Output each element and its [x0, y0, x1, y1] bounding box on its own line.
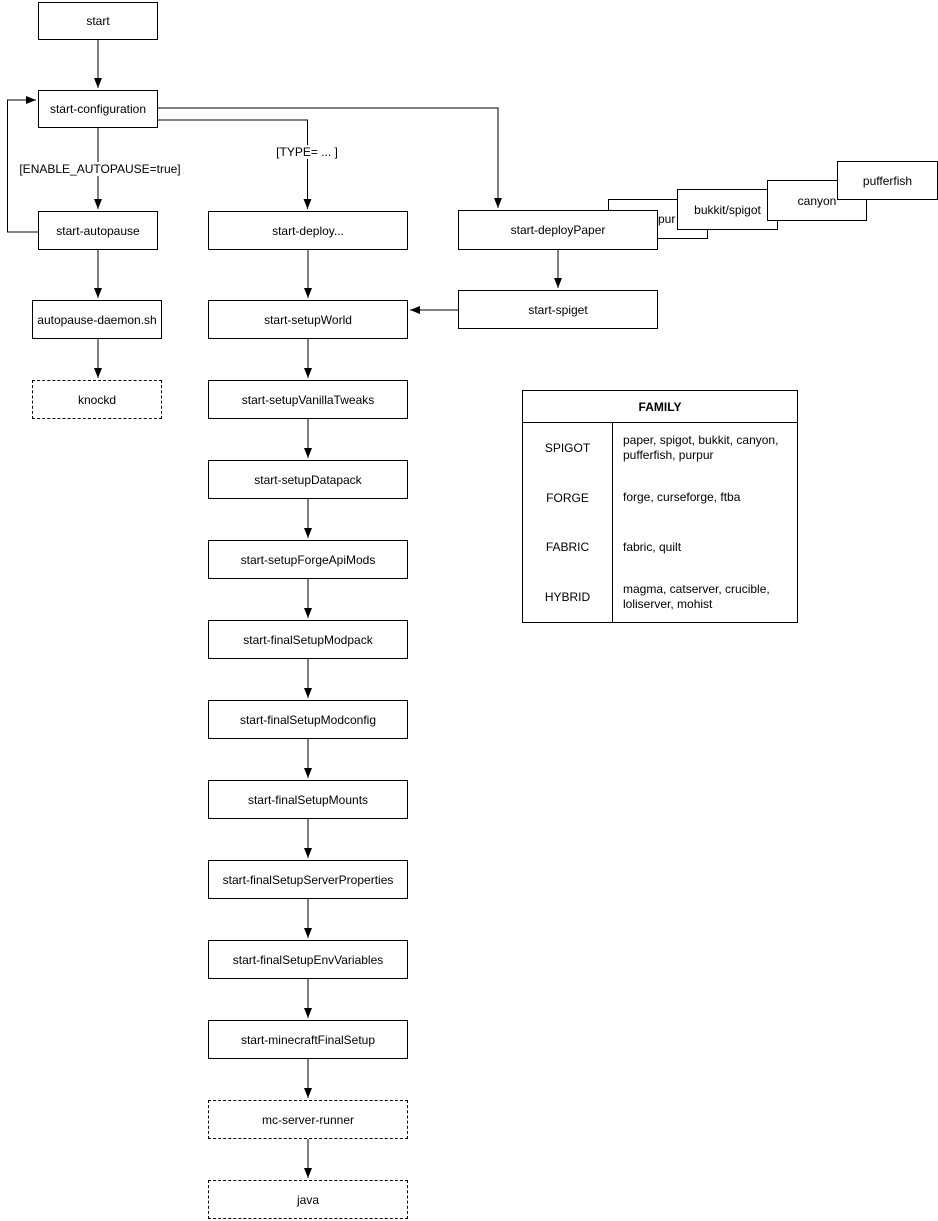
- node-start-final-setup-server-properties: start-finalSetupServerProperties: [208, 860, 408, 899]
- node-start: start: [38, 2, 158, 40]
- node-bukkit-spigot: bukkit/spigot: [677, 189, 778, 230]
- family-row-spigot: SPIGOT paper, spigot, bukkit, canyon, pu…: [523, 423, 797, 473]
- node-java: java: [208, 1180, 408, 1219]
- family-name: SPIGOT: [523, 423, 613, 473]
- family-members: fabric, quilt: [623, 539, 682, 554]
- node-start-minecraft-final-setup: start-minecraftFinalSetup: [208, 1020, 408, 1059]
- family-table-title: FAMILY: [523, 391, 797, 423]
- node-start-autopause: start-autopause: [38, 211, 158, 250]
- family-table: FAMILY SPIGOT paper, spigot, bukkit, can…: [522, 390, 798, 623]
- node-start-final-setup-modconfig: start-finalSetupModconfig: [208, 700, 408, 739]
- node-canyon: canyon: [767, 180, 867, 221]
- family-members: magma, catserver, crucible, loliserver, …: [623, 582, 770, 612]
- node-start-deploy-paper: start-deployPaper: [458, 210, 658, 250]
- family-members: forge, curseforge, ftba: [623, 490, 741, 505]
- node-start-final-setup-mounts: start-finalSetupMounts: [208, 780, 408, 819]
- family-name: FABRIC: [523, 522, 613, 573]
- node-start-setup-world: start-setupWorld: [208, 300, 408, 339]
- family-row-hybrid: HYBRID magma, catserver, crucible, lolis…: [523, 572, 797, 622]
- node-autopause-daemon: autopause-daemon.sh: [32, 300, 162, 339]
- node-start-setup-datapack: start-setupDatapack: [208, 460, 408, 499]
- node-start-final-setup-env-variables: start-finalSetupEnvVariables: [208, 940, 408, 979]
- edge-label-type-condition: [TYPE= ... ]: [274, 145, 340, 159]
- family-name: HYBRID: [523, 572, 613, 622]
- family-name: FORGE: [523, 472, 613, 523]
- node-pufferfish: pufferfish: [837, 161, 938, 200]
- family-row-forge: FORGE forge, curseforge, ftba: [523, 472, 797, 523]
- node-start-spiget: start-spiget: [458, 290, 658, 329]
- node-start-configuration: start-configuration: [38, 90, 158, 128]
- node-start-setup-forge-api-mods: start-setupForgeApiMods: [208, 540, 408, 579]
- family-members: paper, spigot, bukkit, canyon, pufferfis…: [623, 432, 779, 462]
- node-start-setup-vanilla-tweaks: start-setupVanillaTweaks: [208, 380, 408, 419]
- family-row-fabric: FABRIC fabric, quilt: [523, 522, 797, 573]
- node-mc-server-runner: mc-server-runner: [208, 1100, 408, 1139]
- family-table-body: SPIGOT paper, spigot, bukkit, canyon, pu…: [523, 423, 797, 622]
- node-start-deploy: start-deploy...: [208, 211, 408, 250]
- node-start-final-setup-modpack: start-finalSetupModpack: [208, 620, 408, 659]
- edge-label-enable-autopause: [ENABLE_AUTOPAUSE=true]: [17, 162, 183, 176]
- node-knockd: knockd: [32, 380, 162, 419]
